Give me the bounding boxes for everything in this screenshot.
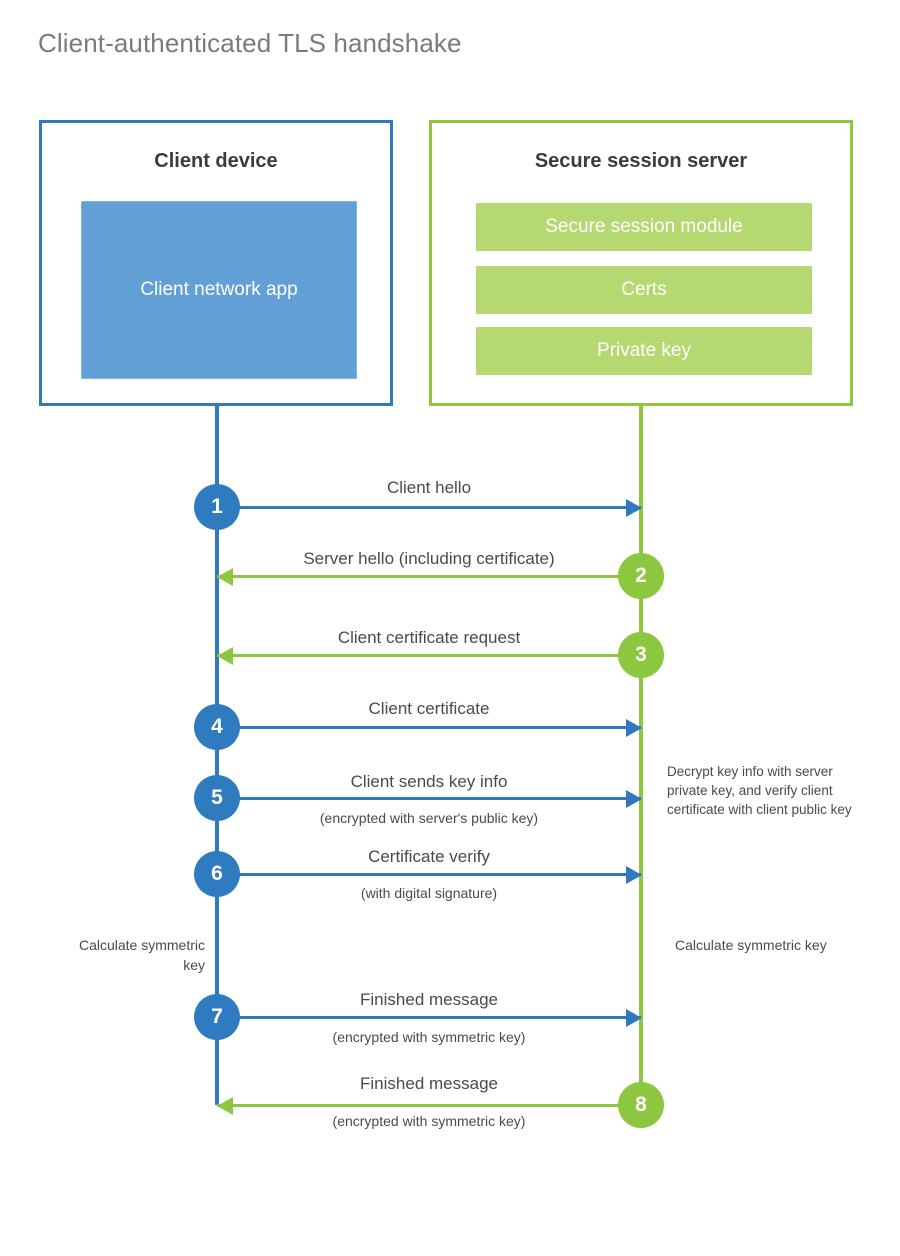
server-lifeline <box>639 406 643 1105</box>
step-5-label: Client sends key info <box>350 772 508 791</box>
client-device-title: Client device <box>154 150 278 172</box>
server-component-secure-session-module: Secure session module <box>476 203 812 251</box>
step-5-arrowhead <box>626 790 642 808</box>
server-calculate-symmetric-key-note: Calculate symmetric key <box>675 937 827 953</box>
step-4-arrow-line <box>217 726 641 729</box>
step-3-arrow-line <box>217 654 641 657</box>
step-7-label: Finished message <box>360 990 498 1009</box>
step-5-sublabel: (encrypted with server's public key) <box>319 810 539 826</box>
step-4-arrowhead <box>626 719 642 737</box>
client-lifeline <box>215 406 219 1105</box>
step-4-number-badge: 4 <box>194 704 240 750</box>
step-7-arrowhead <box>626 1009 642 1027</box>
server-component-certs: Certs <box>476 266 812 314</box>
step-2-arrowhead <box>217 568 233 586</box>
step-8-label: Finished message <box>360 1074 498 1093</box>
step-7-arrow-line <box>217 1016 641 1019</box>
step-7-sublabel: (encrypted with symmetric key) <box>332 1029 526 1045</box>
step-1-number-badge: 1 <box>194 484 240 530</box>
step-2-number-badge: 2 <box>618 553 664 599</box>
step-1-arrowhead <box>626 499 642 517</box>
step-8-arrow-line <box>217 1104 641 1107</box>
client-network-app-block: Client network app <box>81 201 357 379</box>
client-device-box: Client device Client network app <box>39 120 393 406</box>
step-3-number-badge: 3 <box>618 632 664 678</box>
step-5-number-badge: 5 <box>194 775 240 821</box>
secure-session-server-box: Secure session server Secure session mod… <box>429 120 853 406</box>
step-6-sublabel: (with digital signature) <box>360 885 498 901</box>
step-8-number-badge: 8 <box>618 1082 664 1128</box>
step-3-arrowhead <box>217 647 233 665</box>
step-2-label: Server hello (including certificate) <box>303 549 555 568</box>
step-8-sublabel: (encrypted with symmetric key) <box>332 1113 526 1129</box>
step-2-arrow-line <box>217 575 641 578</box>
client-calculate-symmetric-key-note: Calculate symmetric key <box>78 937 205 973</box>
step-6-arrow-line <box>217 873 641 876</box>
step-7-number-badge: 7 <box>194 994 240 1040</box>
step-4-label: Client certificate <box>368 699 490 718</box>
step-1-arrow-line <box>217 506 641 509</box>
step-5-arrow-line <box>217 797 641 800</box>
page-title: Client-authenticated TLS handshake <box>38 28 462 58</box>
step-6-label: Certificate verify <box>368 847 490 866</box>
step-8-arrowhead <box>217 1097 233 1115</box>
secure-session-server-title: Secure session server <box>534 150 748 172</box>
server-component-private-key: Private key <box>476 327 812 375</box>
server-decrypt-note: Decrypt key info with server private key… <box>667 764 852 818</box>
step-6-arrowhead <box>626 866 642 884</box>
step-1-label: Client hello <box>386 478 472 497</box>
step-6-number-badge: 6 <box>194 851 240 897</box>
step-3-label: Client certificate request <box>337 628 521 647</box>
